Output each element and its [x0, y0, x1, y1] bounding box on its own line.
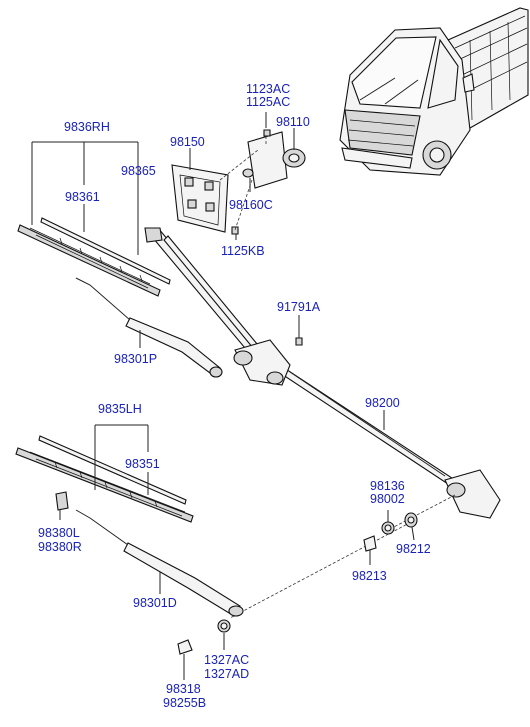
- blade-adapter: [55, 491, 69, 511]
- label-98160c: 98160C: [229, 198, 273, 212]
- label-98255b: 98255B: [163, 696, 206, 710]
- label-98200: 98200: [365, 396, 400, 410]
- label-98212: 98212: [396, 542, 431, 556]
- wiper-motor-assembly: [171, 129, 306, 235]
- label-98213: 98213: [352, 569, 387, 583]
- wiper-arm-d: [75, 509, 244, 617]
- label-1125kb: 1125KB: [221, 244, 265, 258]
- label-98110: 98110: [276, 115, 310, 129]
- label-98380l: 98380L: [38, 526, 80, 540]
- part-labels: 1123AC 1125AC 98110 98150 98160C 1125KB …: [38, 82, 431, 710]
- label-1327ac: 1327AC: [204, 653, 249, 667]
- label-9836rh: 9836RH: [64, 120, 110, 134]
- label-1327ad: 1327AD: [204, 667, 249, 681]
- label-1125ac: 1125AC: [246, 95, 290, 109]
- label-98380r: 98380R: [38, 540, 82, 554]
- label-98361: 98361: [65, 190, 100, 204]
- wiper-arm-p: [75, 277, 223, 378]
- small-parts: [177, 512, 418, 655]
- label-98301d: 98301D: [133, 596, 177, 610]
- truck-illustration: [339, 7, 529, 176]
- label-98002: 98002: [370, 492, 405, 506]
- label-98150: 98150: [170, 135, 205, 149]
- wiper-blade-rh: [17, 217, 171, 297]
- wiper-blade-lh: [15, 435, 194, 523]
- leader-lines: [31, 112, 415, 680]
- label-98351: 98351: [125, 457, 160, 471]
- wiper-linkage: [144, 227, 501, 619]
- label-91791a: 91791A: [277, 300, 321, 314]
- label-9835lh: 9835LH: [98, 402, 142, 416]
- label-98365: 98365: [121, 164, 156, 178]
- label-98318: 98318: [166, 682, 201, 696]
- label-98136: 98136: [370, 479, 405, 493]
- label-98301p: 98301P: [114, 352, 157, 366]
- label-1123ac: 1123AC: [246, 82, 290, 96]
